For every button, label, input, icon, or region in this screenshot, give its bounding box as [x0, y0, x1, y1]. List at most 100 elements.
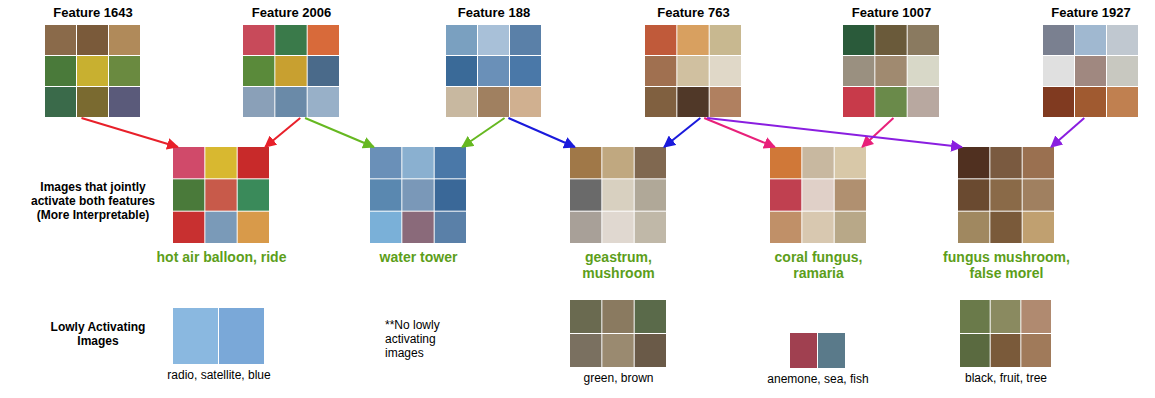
- image-tile: [802, 179, 833, 210]
- image-tile: [308, 87, 339, 117]
- image-tile: [1023, 179, 1054, 210]
- image-tile: [710, 87, 741, 117]
- joint-image-grid: water tower: [370, 147, 467, 264]
- image-tile: [275, 25, 306, 55]
- image-tile: [478, 87, 509, 117]
- feature-image-grid: Feature 1927: [1043, 5, 1139, 118]
- image-tile: [991, 334, 1021, 367]
- feature-image-grid: Feature 188: [446, 5, 542, 118]
- arrow-connector: [265, 118, 300, 147]
- feature-title: Feature 763: [625, 5, 762, 21]
- image-tile: [958, 147, 989, 178]
- concept-label: fungus mushroom, false morel: [942, 249, 1072, 281]
- image-tile: [1043, 25, 1074, 55]
- image-tile: [843, 25, 874, 55]
- image-tile: [238, 212, 269, 243]
- image-tile: [770, 179, 801, 210]
- image-tile: [238, 179, 269, 210]
- image-tile: [308, 25, 339, 55]
- image-tile: [843, 56, 874, 86]
- image-grid: [570, 147, 666, 243]
- image-tile: [677, 87, 708, 117]
- image-tile: [570, 334, 601, 367]
- image-tile: [77, 87, 108, 117]
- tag-label: radio, satellite, blue: [149, 368, 289, 382]
- image-tile: [677, 25, 708, 55]
- joint-image-grid: geastrum, mushroom: [570, 147, 667, 280]
- image-tile: [435, 147, 466, 178]
- image-tile: [219, 308, 264, 364]
- image-tile: [109, 87, 140, 117]
- image-grid: [243, 25, 339, 117]
- image-tile: [446, 25, 477, 55]
- image-tile: [990, 212, 1021, 243]
- tag-label: black, fruit, tree: [936, 371, 1076, 385]
- image-tile: [570, 300, 601, 333]
- feature-image-grid: Feature 1007: [843, 5, 940, 118]
- image-tile: [173, 212, 204, 243]
- image-tile: [1075, 87, 1106, 117]
- image-tile: [835, 147, 866, 178]
- image-tile: [1043, 56, 1074, 86]
- image-tile: [402, 212, 433, 243]
- image-tile: [991, 300, 1021, 333]
- image-tile: [602, 179, 633, 210]
- arrow-connector: [508, 118, 574, 147]
- image-tile: [835, 212, 866, 243]
- image-tile: [645, 87, 676, 117]
- arrow-connector: [862, 118, 893, 147]
- feature-image-grid: Feature 763: [645, 5, 742, 118]
- note-label: **No lowly activating images: [385, 318, 470, 360]
- image-tile: [602, 147, 633, 178]
- image-tile: [77, 56, 108, 86]
- image-tile: [1107, 25, 1138, 55]
- image-tile: [45, 25, 76, 55]
- image-tile: [275, 87, 306, 117]
- image-grid: [958, 147, 1054, 243]
- row-label: Lowly Activating Images: [50, 320, 146, 348]
- image-tile: [205, 147, 236, 178]
- image-tile: [478, 25, 509, 55]
- image-grid: [960, 300, 1051, 367]
- image-tile: [446, 87, 477, 117]
- image-tile: [677, 56, 708, 86]
- image-tile: [243, 25, 274, 55]
- image-tile: [478, 56, 509, 86]
- image-tile: [875, 56, 906, 86]
- feature-image-grid: Feature 1643: [45, 5, 141, 118]
- image-tile: [602, 334, 633, 367]
- image-grid: [446, 25, 541, 117]
- image-tile: [510, 87, 541, 117]
- image-tile: [570, 212, 601, 243]
- image-tile: [790, 333, 817, 368]
- image-grid: [570, 300, 666, 367]
- image-tile: [308, 56, 339, 86]
- image-tile: [402, 179, 433, 210]
- image-tile: [77, 25, 108, 55]
- image-tile: [818, 333, 845, 368]
- image-tile: [635, 334, 666, 367]
- image-grid: [173, 308, 264, 364]
- image-tile: [802, 147, 833, 178]
- arrow-connector: [462, 118, 504, 147]
- image-tile: [45, 87, 76, 117]
- tag-label: green, brown: [549, 371, 689, 385]
- image-tile: [843, 87, 874, 117]
- image-tile: [1023, 147, 1054, 178]
- image-tile: [770, 147, 801, 178]
- image-tile: [370, 147, 401, 178]
- arrow-connector: [1051, 118, 1084, 147]
- image-tile: [770, 212, 801, 243]
- image-tile: [446, 56, 477, 86]
- image-tile: [1107, 87, 1138, 117]
- image-tile: [602, 300, 633, 333]
- concept-label: water tower: [354, 249, 484, 265]
- row-label: Images that jointly activate both featur…: [22, 180, 164, 222]
- image-tile: [205, 179, 236, 210]
- image-tile: [908, 56, 939, 86]
- image-tile: [510, 25, 541, 55]
- image-tile: [835, 179, 866, 210]
- image-tile: [173, 179, 204, 210]
